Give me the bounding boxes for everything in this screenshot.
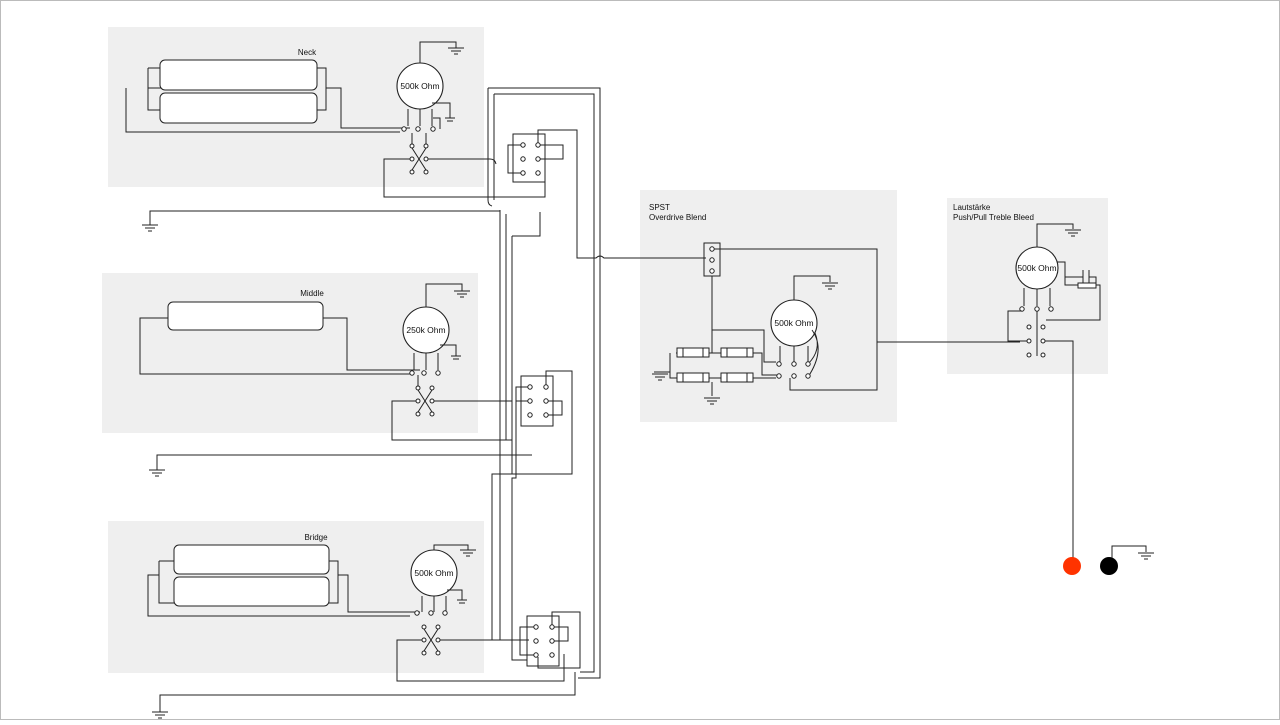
ground-symbol-icon	[148, 469, 166, 477]
bridge-humbucker-coil-1	[173, 544, 330, 575]
ground-symbol-icon	[151, 711, 169, 719]
output-ground-terminal	[1100, 557, 1118, 575]
resistor-icon	[676, 347, 710, 358]
resistor-icon	[720, 347, 754, 358]
bridge-coil-switch	[421, 624, 441, 656]
capacitor-icon	[1065, 270, 1097, 285]
neck-title: Neck	[298, 48, 317, 57]
bridge-title: Bridge	[304, 533, 328, 542]
volume-title-line-1: Lautstärke	[953, 203, 991, 212]
middle-coil-switch	[415, 385, 435, 417]
neck-pot-label: 500k Ohm	[400, 81, 439, 91]
output-jack-icon	[1063, 545, 1155, 575]
neck-humbucker-coil-2	[159, 92, 318, 124]
blend-section: SPST Overdrive Blend 500k Ohm	[649, 203, 1020, 405]
volume-section: Lautstärke Push/Pull Treble Bleed 500k O…	[953, 203, 1101, 560]
neck-humbucker-coil-1	[159, 59, 318, 91]
ground-symbol-icon	[141, 224, 159, 232]
middle-single-coil	[167, 301, 324, 331]
bridge-pot-label: 500k Ohm	[414, 568, 453, 578]
middle-selector-switch	[491, 370, 573, 640]
ground-symbol-icon	[1137, 552, 1155, 560]
bridge-section: Bridge 500k Ohm	[147, 533, 565, 682]
middle-section: Middle 250k Ohm	[139, 283, 512, 441]
bridge-selector-switch	[519, 611, 581, 669]
bridge-humbucker-coil-2	[173, 576, 330, 607]
blend-title-line-2: Overdrive Blend	[649, 213, 706, 222]
middle-panel	[102, 273, 478, 433]
middle-pot-label: 250k Ohm	[406, 325, 445, 335]
push-pull-switch	[1026, 311, 1046, 358]
middle-title: Middle	[300, 289, 324, 298]
neck-section: Neck 500k Ohm	[125, 41, 546, 198]
resistor-icon	[676, 372, 710, 383]
volume-pot-label: 500k Ohm	[1017, 263, 1056, 273]
blend-panel	[640, 190, 897, 422]
resistor-icon	[720, 372, 754, 383]
neck-selector-switch	[507, 129, 578, 212]
output-hot-terminal	[1063, 557, 1081, 575]
blend-title-line-1: SPST	[649, 203, 670, 212]
resistor-icon	[1077, 282, 1097, 289]
blend-pot-label: 500k Ohm	[774, 318, 813, 328]
volume-title-line-2: Push/Pull Treble Bleed	[953, 213, 1034, 222]
